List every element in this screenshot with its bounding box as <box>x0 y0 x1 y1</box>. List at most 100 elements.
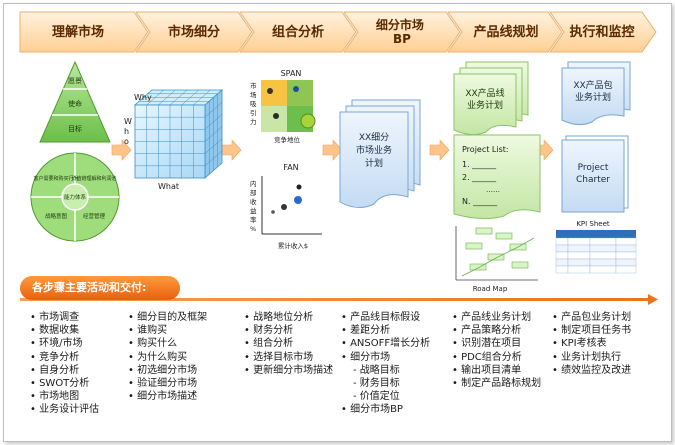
project-list-line-1: 1. ______ <box>462 160 497 169</box>
activity-item: • 产品线目标假设 <box>341 312 421 323</box>
kpi-sheet: KPI Sheet <box>555 220 637 274</box>
step-label-3: 组合分析 <box>272 24 324 40</box>
step-label-5: 产品线规划 <box>473 24 538 40</box>
activity-item: • 产品线业务计划 <box>452 312 532 323</box>
activity-item: • 自身分析 <box>30 364 80 376</box>
step-label-4: 细分市场 BP <box>376 17 428 46</box>
fan-chart: FAN 内部收益率% 累计收入$ <box>250 163 322 250</box>
flow-arrow-3 <box>322 139 343 161</box>
activities-col-6: • 产品包业务计划• 制定项目任务书• KPI考核表• 业务计划执行• 绩效监控… <box>552 311 631 377</box>
flow-arrow-1 <box>111 139 132 161</box>
road-map-label: Road Map <box>473 285 508 293</box>
product-line-document: XX产品线业务计划 <box>453 61 529 136</box>
step-chevron-5: 产品线规划 <box>447 11 563 53</box>
project-list-card: Project List: 1. ______ 2. ______ …… N. … <box>453 134 541 220</box>
activity-item: • 竞争分析 <box>30 351 80 363</box>
activity-item: • 环境/市场 <box>30 338 83 350</box>
activity-item: • 差距分析 <box>341 325 391 337</box>
activity-item: • 购买什么 <box>128 338 178 350</box>
circle-label-intent: 战略意图 <box>45 212 68 220</box>
activity-item: • 选择目标市场 <box>244 351 314 363</box>
activity-item: • 财务分析 <box>244 325 294 337</box>
activity-item: • 细分目的及框架 <box>128 312 208 323</box>
pyramid-label-mission: 使命 <box>68 99 82 108</box>
activity-item: • 业务计划执行 <box>552 351 622 363</box>
step-chevron-6: 执行和监控 <box>549 11 657 53</box>
project-list-line-n: N. ______ <box>462 197 498 206</box>
activity-item: • 业务设计评估 <box>30 404 100 416</box>
activity-item: • 识别潜在项目 <box>452 338 522 350</box>
activity-item: • PDC组合分析 <box>452 351 522 363</box>
step-label-4-line1: 细分市场 <box>376 17 424 32</box>
activity-item: • 输出项目清单 <box>452 364 522 376</box>
kpi-sheet-title: KPI Sheet <box>576 220 610 228</box>
cube-label-what: What <box>158 182 179 191</box>
activity-item: • KPI考核表 <box>552 338 607 350</box>
activity-item: • 产品包业务计划 <box>552 312 632 323</box>
activity-item: • 验证细分市场 <box>128 378 198 390</box>
step-chevron-3: 组合分析 <box>239 11 357 53</box>
project-list-dots: …… <box>486 186 500 194</box>
flow-arrow-4 <box>429 139 450 161</box>
activities-col-1: • 市场调查• 数据收集• 环境/市场• 竞争分析• 自身分析• SWOT分析•… <box>30 311 99 417</box>
step-chevron-2: 市场细分 <box>135 11 253 53</box>
activity-item: • 战略地位分析 <box>244 312 314 323</box>
project-list-line-2: 2. ______ <box>462 173 497 182</box>
activity-item: - 战略目标 <box>353 364 400 376</box>
step-label-1: 理解市场 <box>52 24 104 40</box>
vision-pyramid: 愿景 使命 目标 <box>39 60 111 143</box>
activity-item: • 产品策略分析 <box>452 325 522 337</box>
activities-col-5: • 产品线业务计划 • 产品策略分析• 识别潜在项目• PDC组合分析• 输出项目… <box>452 311 541 390</box>
activity-item: • 市场地图 <box>30 391 80 403</box>
cube-label-why: Why <box>134 93 152 102</box>
timeline-arrow <box>20 294 658 305</box>
pyramid-label-vision: 愿景 <box>68 77 82 85</box>
step-label-4-line2: BP <box>393 32 411 46</box>
activity-item: • 绩效监控及改进 <box>552 364 632 376</box>
activity-item: - 财务目标 <box>353 378 400 390</box>
product-package-label: XX产品包业务计划 <box>573 79 612 103</box>
activity-item: • 细分市场BP <box>341 404 403 416</box>
step-label-2: 市场细分 <box>168 24 220 40</box>
product-package-document: XX产品包业务计划 <box>561 61 631 126</box>
activity-item: • 初选细分市场 <box>128 364 198 376</box>
circle-label-customer: 客户需要和购买行为 <box>33 175 78 182</box>
activity-item: • 数据收集 <box>30 325 80 337</box>
step-chevron-4: 细分市场 BP <box>343 11 461 53</box>
activities-banner: 各步骤主要活动和交付: <box>20 276 180 300</box>
project-list-title: Project List: <box>462 145 509 154</box>
activity-item: • ANSOFF增长分析 <box>341 338 431 350</box>
segment-bp-label: XX细分市场业务计划 <box>356 131 392 169</box>
product-line-label: XX产品线业务计划 <box>465 87 504 111</box>
pyramid-label-goal: 目标 <box>68 124 82 133</box>
step-chevron-1: 理解市场 <box>19 11 149 53</box>
fan-x-label: 累计收入$ <box>278 241 308 250</box>
span-matrix: SPAN 市场吸引力 竞争地位 <box>250 69 316 144</box>
step-label-6: 执行和监控 <box>569 24 634 40</box>
flow-arrow-2 <box>220 139 242 161</box>
activity-item: • 市场调查 <box>30 312 80 323</box>
activity-item: • 组合分析 <box>244 338 294 350</box>
activity-item: • 制定产品路标规划 <box>452 378 542 390</box>
span-title: SPAN <box>281 69 302 78</box>
activity-item: • 细分市场描述 <box>128 391 198 403</box>
span-y-label: 市场吸引力 <box>250 81 257 126</box>
diagram-frame <box>3 3 672 442</box>
span-x-label: 竞争地位 <box>274 135 301 144</box>
segment-bp-document: XX细分市场业务计划 <box>339 99 421 208</box>
circle-label-value-chain: 价值链理解和利润池 <box>71 175 116 182</box>
business-design-circle: 客户需要和购买行为 价值链理解和利润池 能力体系 战略意图 经营管理 <box>30 152 120 242</box>
circle-label-management: 经营管理 <box>83 212 106 220</box>
activity-item: • 谁购买 <box>128 325 168 337</box>
activities-col-4: • 产品线目标假设• 差距分析• ANSOFF增长分析• 细分市场- 战略目标-… <box>341 311 430 417</box>
activity-item: - 价值定位 <box>353 391 400 403</box>
activities-col-2: • 细分目的及框架• 谁购买• 购买什么• 为什么购买• 初选细分市场• 验证细… <box>128 311 207 403</box>
circle-label-capability: 能力体系 <box>64 193 87 201</box>
fan-title: FAN <box>283 163 298 172</box>
activity-item: • SWOT分析 <box>30 378 90 390</box>
